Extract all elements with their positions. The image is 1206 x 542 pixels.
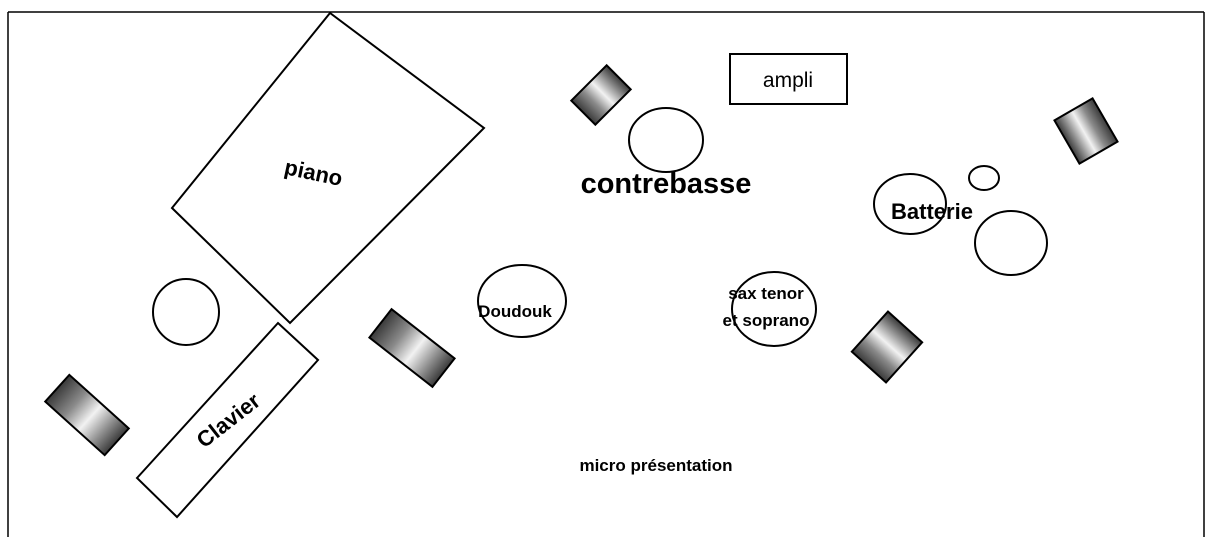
monitor-speaker-center-right <box>850 310 924 384</box>
sax-tenor-label: sax tenor <box>728 284 804 303</box>
doudouk-label: Doudouk <box>478 302 552 321</box>
sax-microphone-circle <box>731 271 817 347</box>
monitor-speaker-top-center <box>569 63 633 127</box>
doudouk-microphone-circle <box>477 264 567 338</box>
small-microphone-circle <box>968 165 1000 191</box>
ampli-label: ampli <box>763 69 813 92</box>
sax-soprano-label: et soprano <box>723 311 810 330</box>
monitor-speaker-bottom-left <box>43 373 131 457</box>
batterie-label: Batterie <box>891 199 973 224</box>
contrebasse-microphone-circle <box>628 107 704 173</box>
piano-shape <box>170 11 486 325</box>
contrebasse-label: contrebasse <box>581 168 752 200</box>
micro-presentation-label: micro présentation <box>579 456 732 475</box>
monitor-speaker-center-left <box>367 307 457 389</box>
monitor-speaker-top-right <box>1053 96 1119 166</box>
clavier-shape <box>135 321 320 519</box>
ampli-box <box>729 53 848 105</box>
drum-microphone-circle <box>974 210 1048 276</box>
microphone-circle <box>152 278 220 346</box>
batterie-microphone-circle <box>873 173 947 235</box>
